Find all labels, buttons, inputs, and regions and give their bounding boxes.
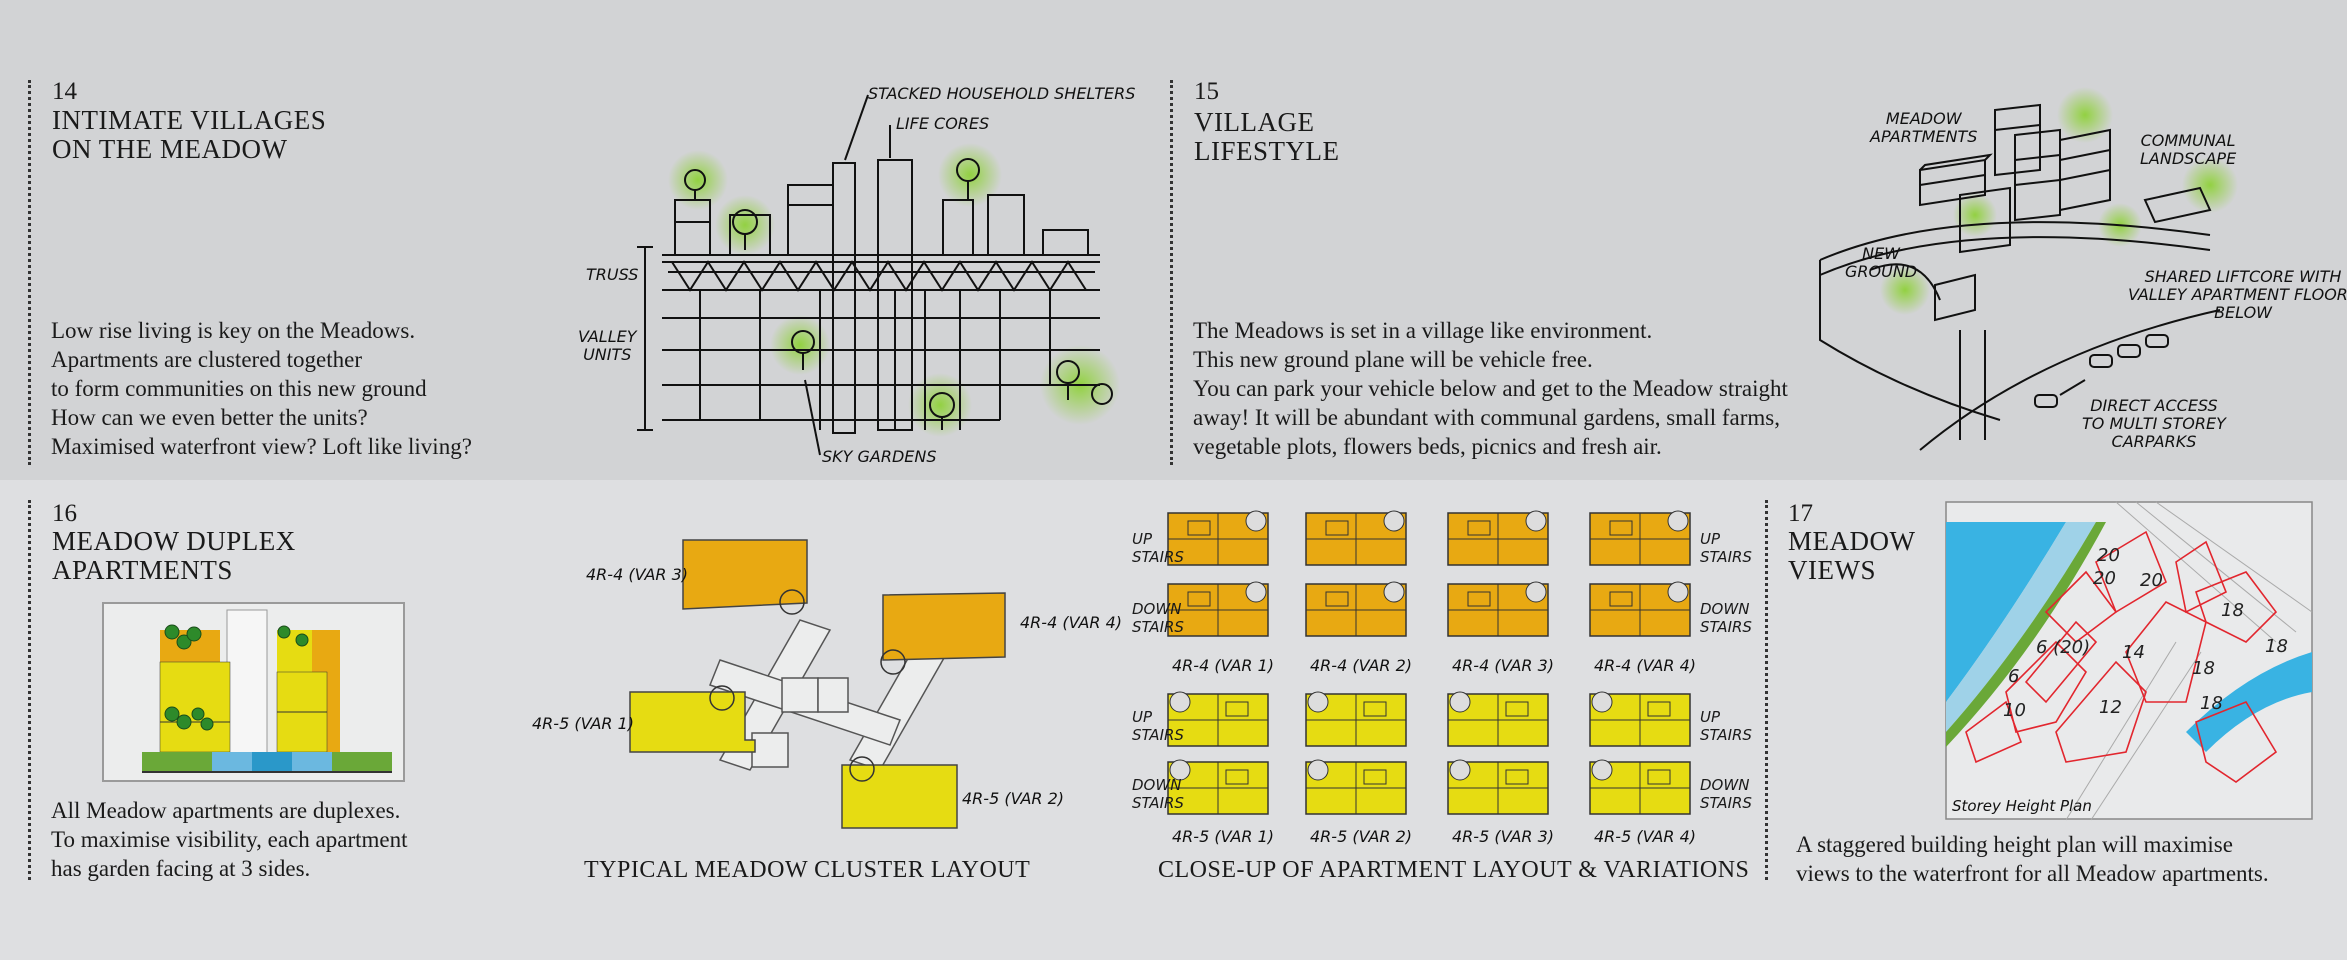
section-title: INTIMATE VILLAGES ON THE MEADOW <box>52 105 327 164</box>
cluster-label-4r5-var1: 4R-5 (VAR 1) <box>532 714 635 733</box>
label-direct-access: DIRECT ACCESS TO MULTI STOREY CARPARKS <box>2082 396 2226 451</box>
variation-label: 4R-5 (VAR 2) <box>1310 827 1413 846</box>
divider-14 <box>28 80 31 465</box>
label-stacked-shelters: STACKED HOUSEHOLD SHELTERS <box>868 84 1136 103</box>
height-label: 20 <box>2140 570 2163 591</box>
height-label: 18 <box>2221 600 2244 621</box>
section-title: MEADOW DUPLEX APARTMENTS <box>52 526 296 585</box>
label-meadow-apartments: MEADOW APARTMENTS <box>1870 109 1978 146</box>
storey-height-map <box>1945 501 2313 821</box>
section-sketch-image <box>637 94 1120 456</box>
section-number: 16 <box>52 500 77 527</box>
label-shared-liftcore: SHARED LIFTCORE WITH VALLEY APARTMENT FL… <box>2128 267 2347 322</box>
variation-label: 4R-5 (VAR 1) <box>1172 827 1275 846</box>
section-title: VILLAGE LIFESTYLE <box>1194 107 1340 166</box>
cluster-caption: TYPICAL MEADOW CLUSTER LAYOUT <box>584 857 1031 883</box>
section-body: The Meadows is set in a village like env… <box>1193 318 1788 459</box>
label-valley-units: VALLEY UNITS <box>578 327 637 364</box>
height-label: 12 <box>2099 697 2122 718</box>
section-body: A staggered building height plan will ma… <box>1796 832 2269 886</box>
height-label: 14 <box>2122 642 2145 663</box>
height-label: 18 <box>2200 693 2223 714</box>
variation-label: 4R-5 (VAR 3) <box>1452 827 1555 846</box>
height-label: 6 <box>2008 666 2020 687</box>
closeup-caption: CLOSE-UP OF APARTMENT LAYOUT & VARIATION… <box>1158 857 1750 883</box>
cluster-label-4r5-var2: 4R-5 (VAR 2) <box>962 789 1065 808</box>
map-caption: Storey Height Plan <box>1952 797 2092 815</box>
height-label: 20 <box>2097 545 2120 566</box>
height-label: 6 (20) <box>2036 637 2091 658</box>
variation-label: 4R-4 (VAR 1) <box>1172 656 1275 675</box>
cluster-label-4r4-var4: 4R-4 (VAR 4) <box>1020 613 1123 632</box>
variation-label: 4R-5 (VAR 4) <box>1594 827 1697 846</box>
height-label: 10 <box>2003 700 2026 721</box>
section-number: 15 <box>1194 78 1219 105</box>
variation-label: 4R-4 (VAR 4) <box>1594 656 1697 675</box>
variation-label: 4R-4 (VAR 3) <box>1452 656 1555 675</box>
label-communal-landscape: COMMUNAL LANDSCAPE <box>2140 131 2237 168</box>
section-number: 14 <box>52 78 77 105</box>
height-label: 18 <box>2265 636 2288 657</box>
height-label: 18 <box>2192 658 2215 679</box>
label-truss: TRUSS <box>586 265 639 284</box>
divider-17 <box>1765 500 1768 880</box>
variation-label: 4R-4 (VAR 2) <box>1310 656 1413 675</box>
label-sky-gardens: SKY GARDENS <box>822 447 937 466</box>
cluster-label-4r4-var3: 4R-4 (VAR 3) <box>586 565 689 584</box>
label-new-ground: NEW GROUND <box>1845 244 1918 281</box>
section-title: MEADOW VIEWS <box>1788 526 1916 585</box>
section-body: All Meadow apartments are duplexes. To m… <box>51 798 408 881</box>
top-band <box>0 0 2347 480</box>
section-sketch-image <box>1819 87 2238 451</box>
duplex-elevation-image <box>102 602 405 782</box>
divider-15 <box>1170 80 1173 465</box>
height-label: 20 <box>2093 568 2116 589</box>
section-number: 17 <box>1788 500 1813 527</box>
divider-16 <box>28 500 31 880</box>
section-body: Low rise living is key on the Meadows. A… <box>51 318 472 459</box>
label-life-cores: LIFE CORES <box>896 114 990 133</box>
